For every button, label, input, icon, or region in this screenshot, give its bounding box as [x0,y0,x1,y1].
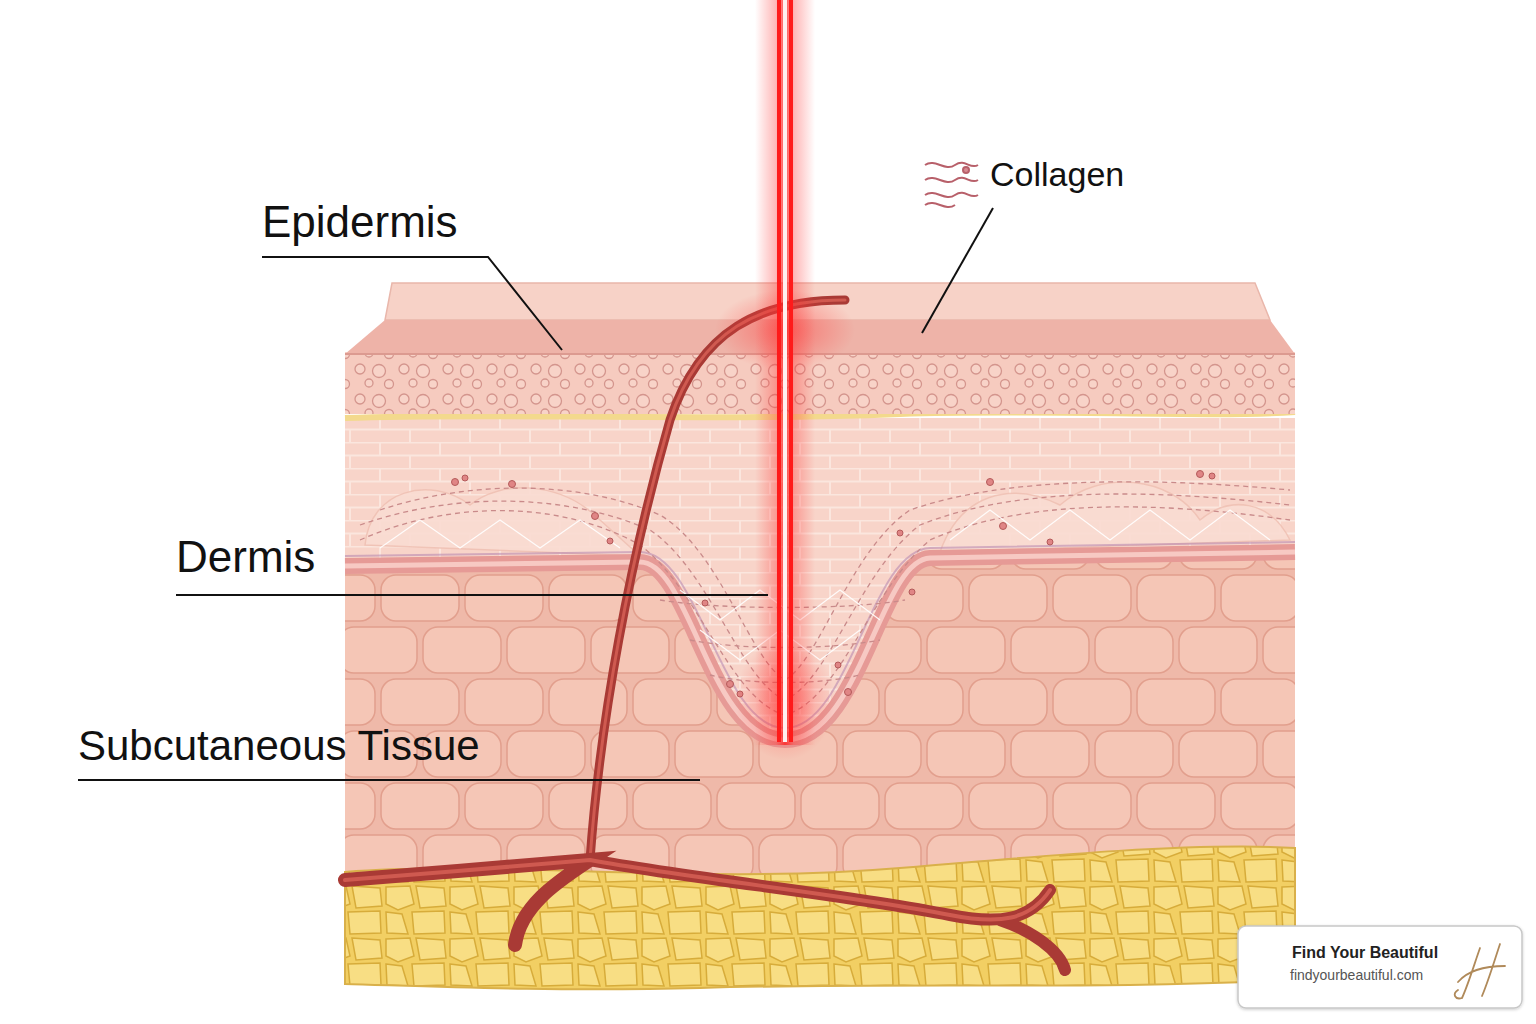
collagen-icon [925,163,978,207]
watermark-url: findyourbeautiful.com [1290,968,1423,983]
fibroblast-dots [452,471,1216,698]
blood-vessel [345,300,1065,970]
leader-lines [78,208,993,780]
watermark-box [1238,926,1522,1008]
watermark-logo [1455,944,1505,998]
layer-label: Collagen [990,156,1124,193]
layer-label: Dermis [176,533,315,581]
laser-core-right [789,0,793,742]
watermark-text: Find Your Beautiful [1292,944,1438,962]
layer-label: Epidermis [262,198,458,246]
collagen-mesh [380,510,1270,660]
fat-layer [345,846,1295,989]
laser-core [783,0,787,742]
laser-core-left [777,0,781,742]
layer-label: Subcutaneous Tissue [78,723,480,769]
laser-beam [755,0,815,745]
subcutaneous-layer [345,418,1295,878]
